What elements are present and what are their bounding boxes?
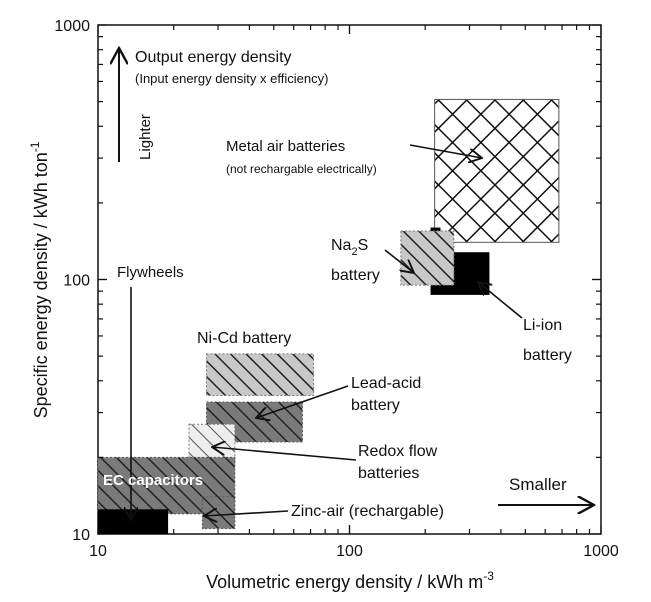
x-tick-label: 10 xyxy=(89,543,107,560)
ec-capacitors-region xyxy=(97,456,236,515)
lead-acid-label: Lead-acid xyxy=(351,375,421,392)
li-ion-battery-label: battery xyxy=(523,347,572,364)
flywheels-region xyxy=(98,509,169,534)
na2s-battery-label: battery xyxy=(331,267,380,284)
x-axis-title-exponent: -3 xyxy=(483,569,494,583)
zinc-air-label: Zinc-air (rechargable) xyxy=(291,503,444,520)
ec-capacitors-label: EC capacitors xyxy=(103,472,203,489)
y-axis-title: Specific energy density / kWh ton-1 xyxy=(28,141,51,418)
na2s-region xyxy=(400,230,455,286)
na2s-label-na: Na xyxy=(331,237,352,254)
na2s-label: Na2S xyxy=(331,237,368,258)
redox-flow-label: Redox flow xyxy=(358,443,438,460)
input-energy-density-note: (Input energy density x efficiency) xyxy=(135,71,328,86)
na2s-label-subscript: 2 xyxy=(351,246,357,258)
y-tick-label: 1000 xyxy=(54,18,90,35)
na2s-label-s: S xyxy=(358,237,369,254)
x-axis-title-text: Volumetric energy density / kWh m xyxy=(206,572,483,592)
zinc-air-region xyxy=(201,496,236,530)
na2s-arrow xyxy=(384,249,414,273)
ticks-layer: 10 100 1000 10 100 1000 xyxy=(54,18,618,560)
redox-flow-arrow xyxy=(212,447,357,461)
metal-air-region xyxy=(434,98,560,243)
x-tick-label: 100 xyxy=(336,543,363,560)
lead-acid-battery-label: battery xyxy=(351,397,400,414)
li-ion-label: Li-ion xyxy=(523,317,562,334)
x-axis-title: Volumetric energy density / kWh m-3 xyxy=(206,569,494,592)
redox-flow-batteries-label: batteries xyxy=(358,465,419,482)
metal-air-arrow xyxy=(409,144,482,158)
lighter-label: Lighter xyxy=(137,114,154,160)
y-tick-label: 10 xyxy=(72,527,90,544)
y-axis-title-text: Specific energy density / kWh ton xyxy=(31,152,51,418)
output-energy-density-label: Output energy density xyxy=(135,49,292,66)
smaller-label: Smaller xyxy=(509,475,567,494)
flywheels-label: Flywheels xyxy=(117,264,184,281)
y-tick-label: 100 xyxy=(63,273,90,290)
zinc-air-arrow xyxy=(204,511,289,516)
y-axis-title-exponent: -1 xyxy=(28,141,42,152)
lead-acid-arrow xyxy=(256,385,349,418)
metal-air-label: Metal air batteries xyxy=(226,138,345,155)
li-ion-arrow xyxy=(478,282,523,319)
x-tick-label: 1000 xyxy=(583,543,619,560)
ni-cd-label: Ni-Cd battery xyxy=(197,330,291,347)
metal-air-note: (not rechargable electrically) xyxy=(226,162,377,176)
ni-cd-region xyxy=(205,353,315,397)
